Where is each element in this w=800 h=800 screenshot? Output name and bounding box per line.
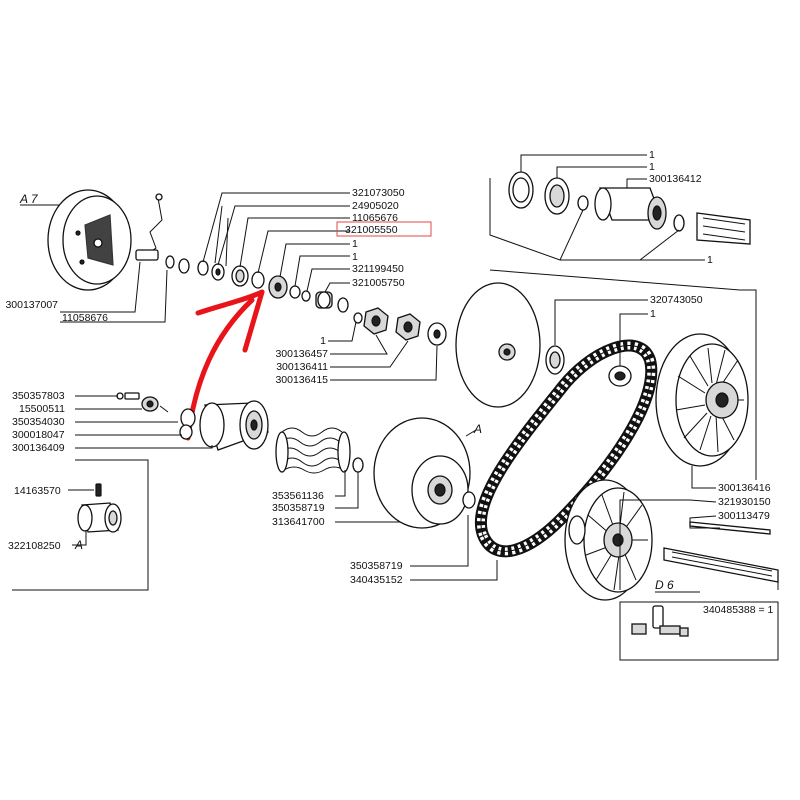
label-kit-340485388: 340485388 = 1	[703, 604, 774, 616]
drive-belt: 350358719 340435152	[350, 339, 658, 586]
label-353561136: 353561136	[272, 490, 324, 502]
right-pulleys: 320743050 1	[545, 294, 779, 601]
label-300018047: 300018047	[12, 429, 65, 441]
label-350354030: 350354030	[12, 416, 65, 428]
label-321930150: 321930150	[718, 496, 771, 508]
label-qty-1b: 1	[352, 251, 358, 263]
label-qty-right: 1	[650, 308, 656, 320]
label-350357803: 350357803	[12, 390, 65, 402]
label-qty-ur-1b: 1	[649, 161, 655, 173]
label-340435152: 340435152	[350, 574, 403, 586]
center-nuts: 1 300136457 300136411 300136415	[275, 307, 447, 386]
shaft-washers-group: 321073050 24905020 11065676 321005550 1 …	[197, 187, 432, 313]
label-313641700: 313641700	[272, 516, 325, 528]
label-11058676: 11058676	[62, 312, 108, 324]
label-321005750: 321005750	[352, 277, 405, 289]
label-300113479: 300113479	[718, 510, 770, 522]
label-300136411: 300136411	[276, 361, 328, 373]
left-mid-parts: 350357803 15500511 350354030 300018047 3…	[12, 390, 269, 591]
upper-right-assembly: 1 1 300136412 1	[489, 149, 757, 480]
drive-disc-upper	[455, 282, 541, 408]
label-300136415: 300136415	[275, 374, 328, 386]
label-300136412: 300136412	[649, 173, 702, 185]
label-321073050: 321073050	[352, 187, 405, 199]
section-ref-d6: D 6	[655, 578, 674, 592]
label-15500511: 15500511	[19, 403, 65, 415]
label-qty-ur-1c: 1	[707, 254, 713, 266]
label-300136457: 300136457	[275, 348, 328, 360]
label-qty-center: 1	[320, 335, 326, 347]
label-350358719a: 350358719	[272, 502, 325, 514]
label-14163570: 14163570	[14, 485, 61, 497]
section-ref-a-belt: A	[473, 422, 482, 436]
label-300136409: 300136409	[12, 442, 65, 454]
label-24905020: 24905020	[352, 200, 399, 212]
highlight-box	[336, 221, 432, 237]
kit-box: 340485388 = 1	[619, 601, 779, 661]
label-322108250: 322108250	[8, 540, 61, 552]
label-300136416: 300136416	[718, 482, 771, 494]
spring-assembly: 353561136 350358719 313641700	[272, 427, 400, 528]
label-qty-ur-1a: 1	[649, 149, 655, 161]
section-ref-a-small: A	[74, 538, 83, 552]
label-11065676: 11065676	[352, 212, 398, 224]
label-321199450: 321199450	[352, 263, 404, 275]
section-ref-a7: A 7	[19, 192, 39, 206]
drive-disc-lower: A	[373, 417, 482, 529]
label-321005550: 321005550	[345, 224, 398, 236]
label-320743050: 320743050	[650, 294, 703, 306]
label-qty-1a: 1	[352, 238, 358, 250]
label-350358719b: 350358719	[350, 560, 403, 572]
left-bottom-bushing: 14163570 322108250 A	[8, 483, 122, 552]
label-300137007: 300137007	[5, 299, 58, 311]
a7-housing: A 7 300137007 11058676	[5, 189, 190, 324]
